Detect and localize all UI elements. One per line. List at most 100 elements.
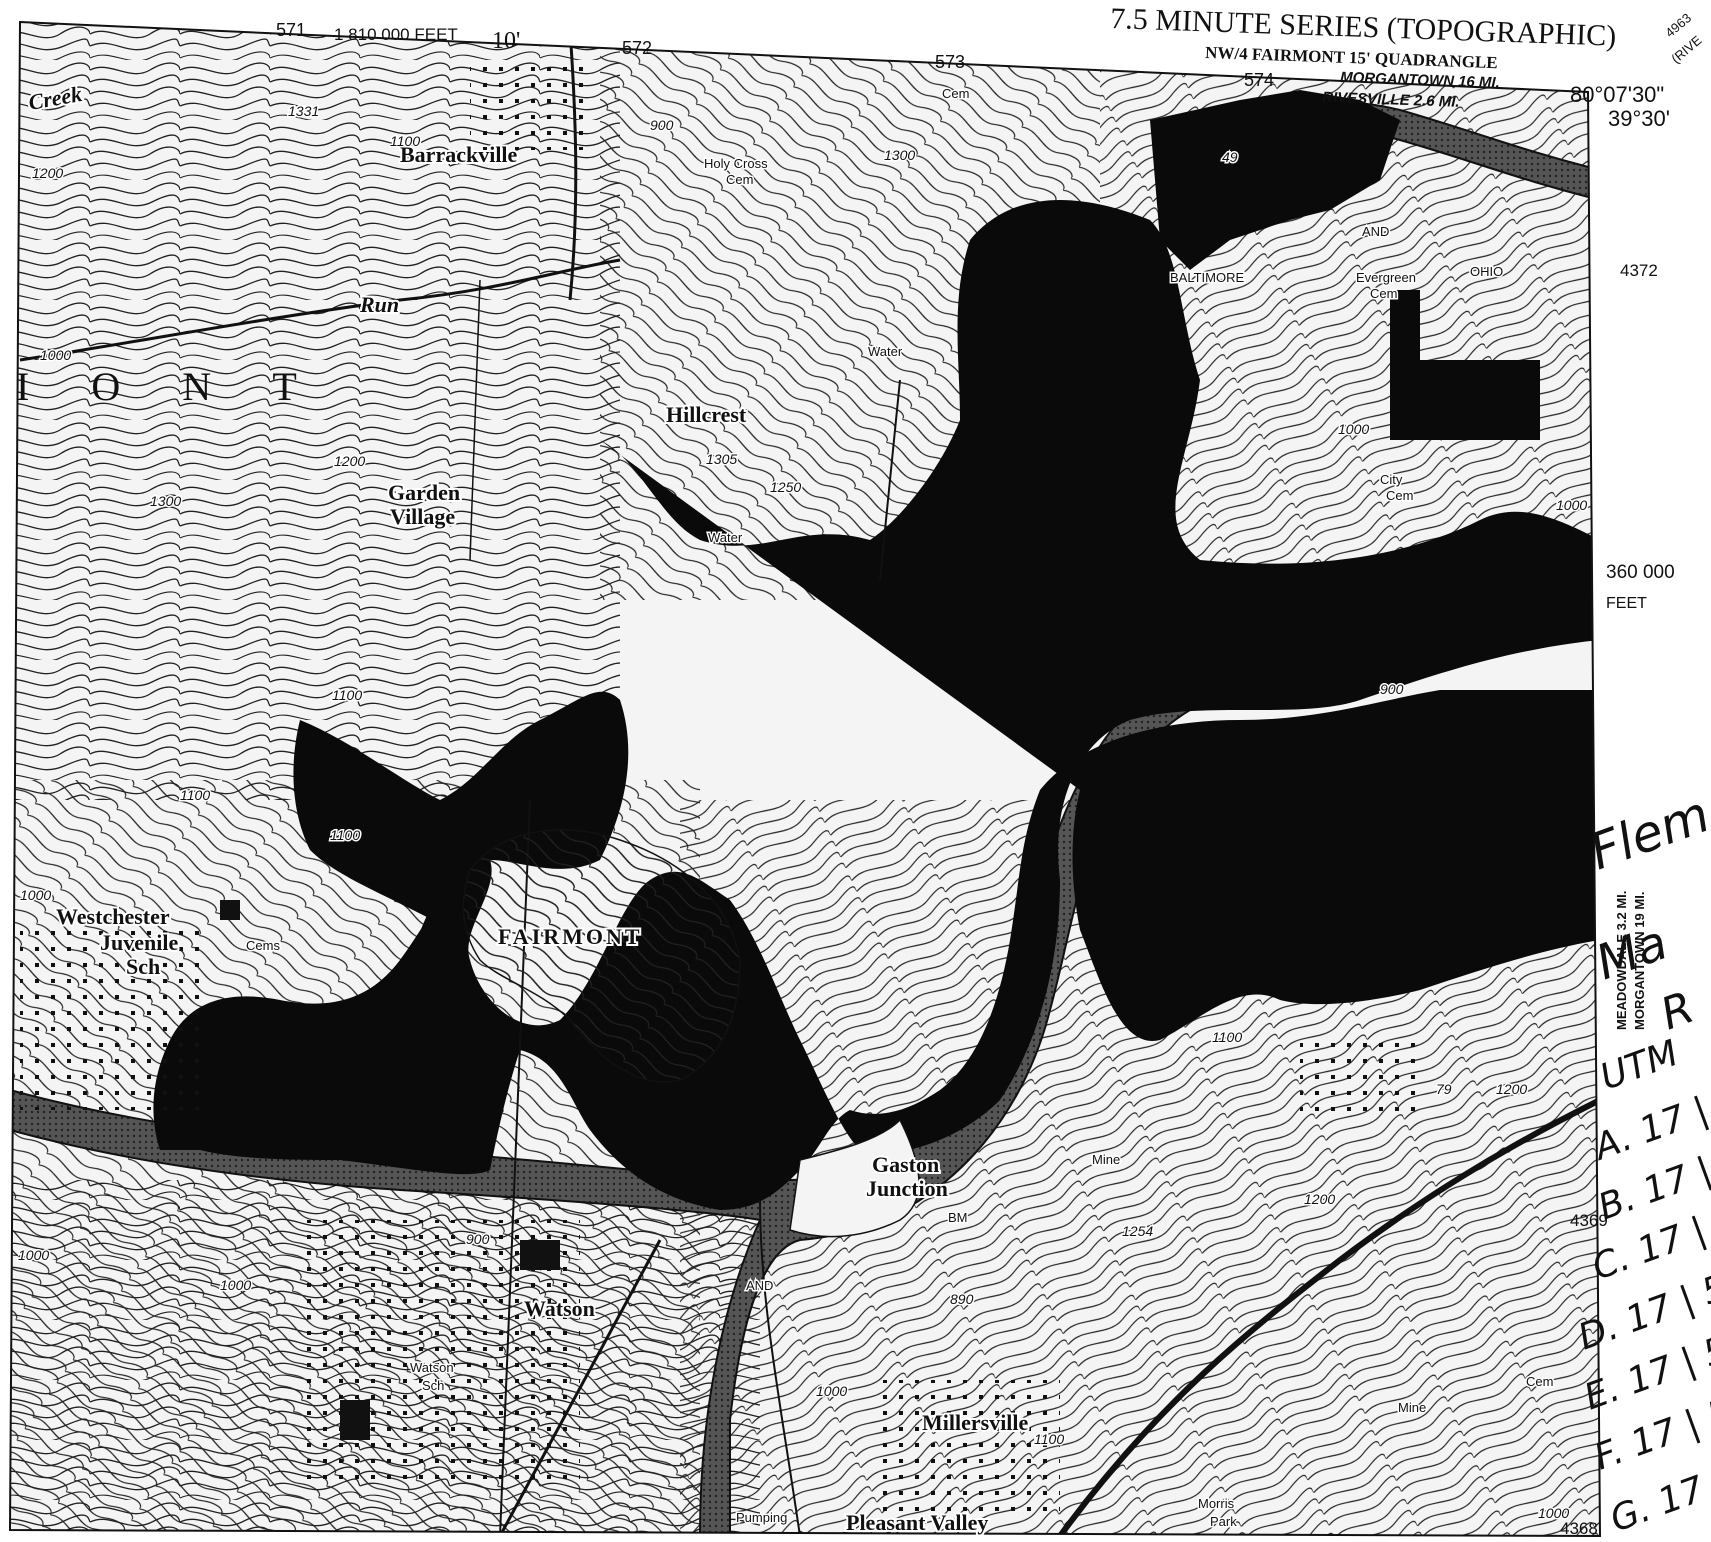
side-text-meadowdale: MEADOWDALE 3.2 MI. [1614,891,1629,1030]
dark-area-main [157,200,1600,1210]
elev-900b: 900 [466,1231,490,1247]
label-pumping: Pumping [736,1510,787,1525]
corner-code: 4963 [1662,10,1694,40]
buildings [20,60,1420,1520]
hand-title-2: Ma [1589,914,1675,991]
grid-tick-572: 572 [622,38,652,58]
grid-top: 571 1 810 000 FEET 10' 572 573 574 [276,20,1274,90]
elev-1000e: 1000 [816,1383,847,1399]
label-mine-2: Mine [1398,1400,1426,1415]
label-and-1: AND [1362,224,1389,239]
label-and-2: AND [746,1278,773,1293]
label-water-2: Water [708,530,743,545]
hand-utm-g: G. 17 | [1605,1461,1711,1541]
elev-1100c: 1100 [180,787,210,803]
elev-890: 890 [950,1291,974,1307]
label-cems: Cems [246,938,280,953]
label-water-1: Water [868,344,903,359]
series-title: 7.5 MINUTE SERIES (TOPOGRAPHIC) [1110,2,1617,53]
label-fairmont: FAIRMONT [498,924,643,949]
label-juvenile: Juvenile [100,930,178,955]
elev-1200c: 1200 [1304,1191,1335,1207]
grid-right: 4372 360 000 FEET 4369 4368 MEADOWDALE 3… [1560,261,1675,1538]
label-pleasant-valley: Pleasant Valley [846,1510,988,1535]
elev-49: 49 [1222,149,1238,165]
hand-title-3: R [1654,982,1700,1040]
label-city: City [1380,472,1403,487]
corner-longitude: 80°07'30" [1570,82,1664,107]
label-mine-1: Mine [1092,1152,1120,1167]
elev-1100b: 1100 [332,687,362,703]
label-watson: Watson [524,1296,595,1321]
elev-1100f: 1100 [1212,1029,1242,1045]
dark-area-west [153,691,629,1150]
gaston-pocket [789,1118,920,1238]
dark-area-east-block [1390,290,1540,440]
dark-area-northeast [1150,90,1400,270]
label-village: Village [390,504,455,529]
label-morris-park: Park [1210,1514,1237,1529]
elev-1000a: 1000 [40,347,71,363]
label-juvenile-sch: Sch [126,954,160,979]
label-run: Run [359,292,399,317]
elev-1300b: 1300 [150,493,181,509]
elev-1100d: 1100 [330,827,360,843]
grid-feet-value: 360 000 [1606,562,1675,583]
quadrangle-title: NW/4 FAIRMONT 15' QUADRANGLE [1205,43,1498,72]
fairmont-pocket [462,829,741,1083]
side-text-morgantown: MORGANTOWN 19 MI. [1632,892,1647,1030]
grid-tick-4369: 4369 [1570,1211,1608,1230]
label-barrackville: Barrackville [400,142,518,167]
label-watson-sch-2: Sch [422,1378,444,1393]
corner-latitude: 39°30' [1608,106,1670,131]
label-hillcrest: Hillcrest [666,402,747,427]
elev-1200b: 1200 [334,453,365,469]
label-cem-top: Cem [942,86,969,101]
elev-1000c: 1000 [18,1247,49,1263]
elev-1000g: 1000 [1556,497,1587,513]
label-gaston: Gaston [872,1152,939,1177]
label-evergreen: Evergreen [1356,270,1416,285]
hand-utm: UTM [1595,1033,1684,1099]
direction-morgantown: MORGANTOWN 16 MI. [1340,69,1500,92]
grid-tick-574: 574 [1244,70,1274,90]
grid-tick-573: 573 [935,52,965,72]
elev-1000b: 1000 [20,887,51,903]
grid-tick-571: 571 [276,20,306,40]
elev-1305: 1305 [706,451,737,467]
label-cem-right: Cem [1526,1374,1553,1389]
direction-rivesville: RIVESVILLE 2.6 MI. [1322,89,1460,111]
label-ohio: OHIO [1470,264,1503,279]
grid-feet-unit: FEET [1606,595,1647,612]
elev-1250: 1250 [770,479,801,495]
elev-1254: 1254 [1122,1223,1153,1239]
elev-1000h: 1000 [1538,1505,1569,1521]
grid-feet-label: 1 810 000 FEET [334,25,458,44]
label-county-name: I O N T [16,364,323,409]
elevation-labels: 1331 1200 1100 1000 900 1300 1305 1250 1… [17,102,1589,1523]
elev-1100e: 1100 [1034,1431,1064,1447]
elev-79: 79 [1436,1081,1452,1097]
label-baltimore: BALTIMORE [1170,270,1244,285]
elev-1200a: 1200 [32,165,63,181]
elev-900: 900 [650,117,674,133]
elev-900c: 900 [1380,681,1404,697]
grid-tick-4368: 4368 [1560,1519,1598,1538]
map-neatline [8,20,1602,1538]
hand-title-1: Flem [1582,785,1711,881]
elev-1300: 1300 [884,147,915,163]
label-westchester: Westchester [56,904,170,929]
elev-1200d: 1200 [1496,1081,1527,1097]
label-city-cem: Cem [1386,488,1413,503]
elev-1000d: 1000 [220,1277,251,1293]
label-garden: Garden [388,480,460,505]
grid-tick-4372: 4372 [1620,261,1658,280]
elev-1331: 1331 [288,103,319,119]
label-holy-cross: Holy Cross [704,156,768,171]
label-morris: Morris [1198,1496,1235,1511]
grid-minute-label: 10' [492,28,520,54]
label-bm: BM [948,1210,968,1225]
roads [19,29,1600,1536]
